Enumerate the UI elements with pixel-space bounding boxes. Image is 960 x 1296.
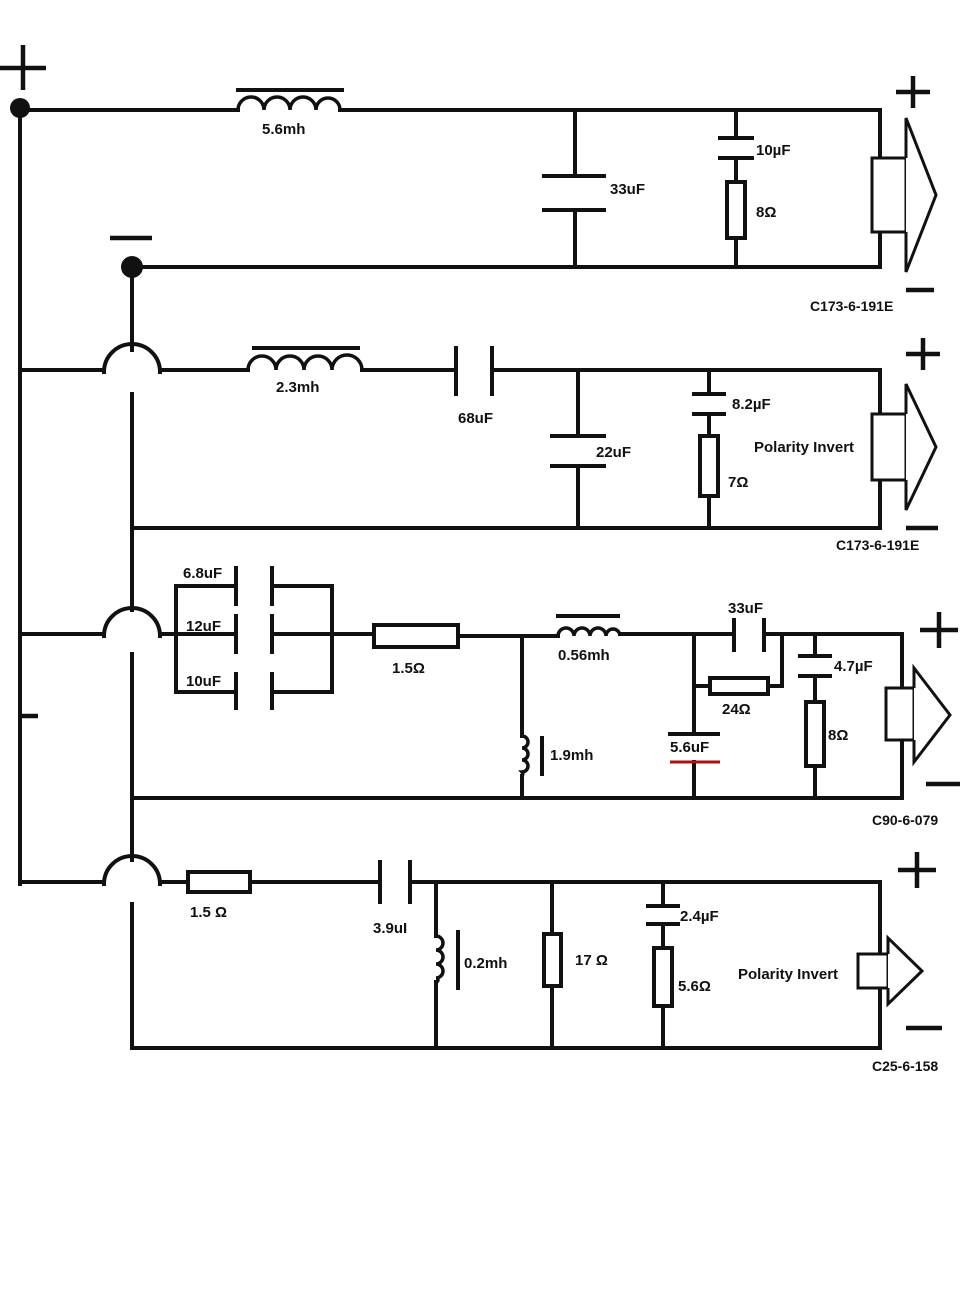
branch-1: 5.6mh 33uF 10µF 8Ω C173-6-191E (18, 76, 938, 314)
capacitor-4-7uf (798, 632, 832, 800)
plus-sign-3 (920, 612, 958, 648)
capacitor-68uf (454, 346, 494, 396)
branch-4: 1.5 Ω 3.9uI 0.2mh 17 Ω 2.4µF 5.6Ω Polari… (18, 852, 942, 1074)
capacitor-3-9uf (378, 860, 412, 904)
speaker-4 (856, 934, 925, 1008)
label-33uf-3: 33uF (728, 600, 763, 617)
label-2-3mh: 2.3mh (276, 379, 319, 396)
polarity-invert-1: Polarity Invert (754, 439, 854, 456)
capacitor-33uf-3 (732, 618, 766, 652)
model-label-2: C173-6-191E (836, 537, 919, 553)
resistor-1-5ohm (372, 623, 560, 649)
capacitor-10uf (718, 108, 754, 269)
model-label-4: C25-6-158 (872, 1058, 938, 1074)
inductor-0-2mh (434, 880, 460, 1050)
capacitor-2-4uf (646, 880, 680, 1050)
branch-2: 2.3mh 68uF 22uF 8.2µF 7Ω Polarity Invert… (18, 338, 940, 553)
label-10uf: 10µF (756, 142, 791, 159)
resistor-1-5ohm-4 (186, 870, 252, 894)
capacitor-8-2uf (692, 368, 726, 530)
crossover-hop-2 (101, 342, 163, 375)
inductor-1-9mh (518, 634, 544, 800)
label-7ohm: 7Ω (728, 474, 748, 491)
label-0-2mh: 0.2mh (464, 955, 507, 972)
speaker-2 (870, 383, 938, 511)
inductor-2-3mh (246, 346, 364, 371)
label-2-4uf: 2.4µF (680, 908, 719, 925)
speaker-3 (884, 663, 952, 767)
label-8-2uf: 8.2µF (732, 396, 771, 413)
capacitor-22uf (550, 368, 606, 530)
input-terminals (0, 45, 152, 719)
model-label-1: C173-6-191E (810, 298, 893, 314)
label-68uf: 68uF (458, 410, 493, 427)
inductor-0-56mh (556, 614, 622, 637)
label-33uf-1: 33uF (610, 181, 645, 198)
label-24ohm: 24Ω (722, 701, 751, 718)
label-5-6ohm: 5.6Ω (678, 978, 711, 995)
label-12uf: 12uF (186, 618, 221, 635)
label-1-9mh: 1.9mh (550, 747, 593, 764)
label-4-7uf: 4.7µF (834, 658, 873, 675)
crossover-hop-4 (101, 854, 163, 887)
label-1-5ohm-4: 1.5 Ω (190, 904, 227, 921)
crossover-hop-3 (101, 606, 163, 639)
label-3-9uf: 3.9uI (373, 920, 407, 937)
model-label-3: C90-6-079 (872, 812, 938, 828)
plus-sign-4 (898, 852, 936, 888)
parallel-capacitor-bank (174, 566, 376, 710)
label-1-5ohm: 1.5Ω (392, 660, 425, 677)
resistor-17ohm (542, 880, 563, 1050)
speaker-1 (870, 117, 938, 273)
label-5-6mh: 5.6mh (262, 121, 305, 138)
capacitor-33uf (542, 108, 606, 269)
resistor-24ohm (692, 632, 784, 696)
label-22uf: 22uF (596, 444, 631, 461)
label-8ohm-3: 8Ω (828, 727, 848, 744)
label-6-8uf: 6.8uF (183, 565, 222, 582)
plus-sign-1 (896, 76, 930, 108)
label-0-56mh: 0.56mh (558, 647, 610, 664)
plus-sign-2 (906, 338, 940, 370)
label-8ohm-1: 8Ω (756, 204, 776, 221)
label-10uf-3: 10uF (186, 673, 221, 690)
branch-3: 6.8uF 12uF 10uF 1.5Ω 0.56mh 1.9mh 33uF 2… (18, 565, 960, 828)
capacitor-5-6uf (668, 632, 720, 800)
polarity-invert-2: Polarity Invert (738, 966, 838, 983)
label-17ohm: 17 Ω (575, 952, 608, 969)
inductor-5-6mh (236, 88, 344, 111)
label-5-6uf: 5.6uF (670, 739, 709, 756)
